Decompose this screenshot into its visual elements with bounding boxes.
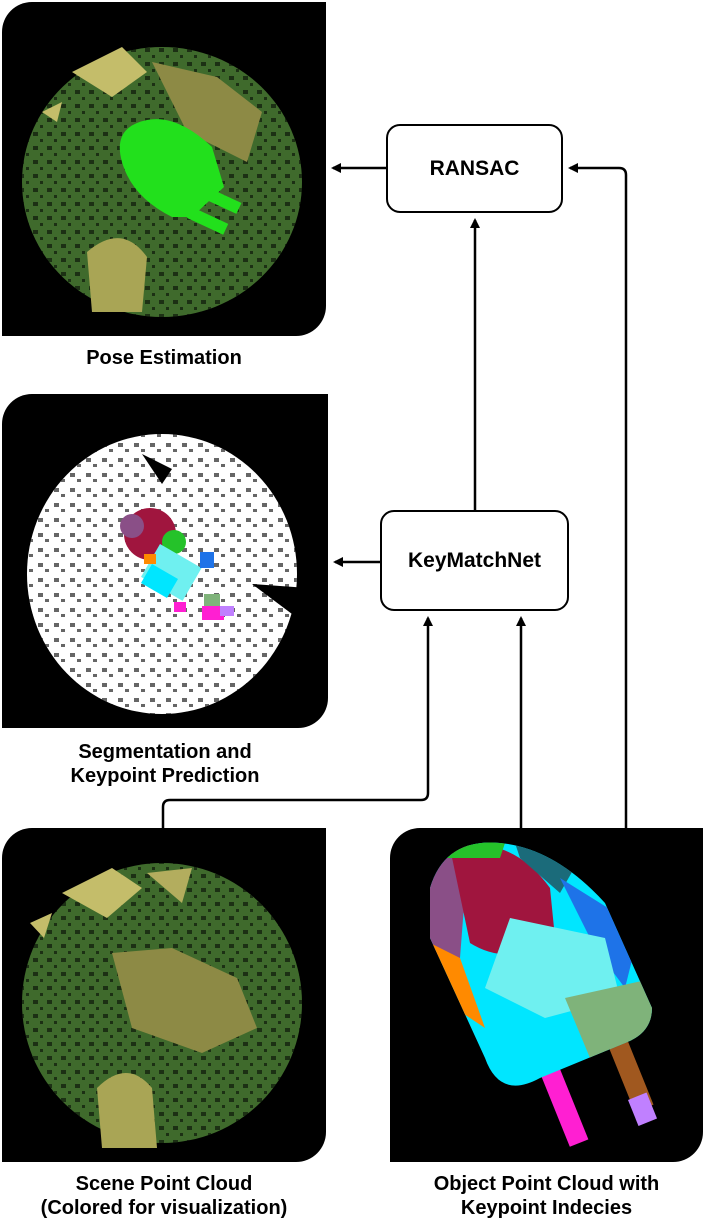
segmentation-panel (2, 394, 328, 728)
scene-point-cloud-image (22, 863, 302, 1148)
pose-object-icon (119, 119, 242, 235)
arrow-object-to-ransac (568, 163, 628, 828)
keypoint-object-icon (430, 842, 658, 1147)
pose-estimation-caption: Pose Estimation (86, 347, 242, 369)
keymatchnet-node: KeyMatchNet (380, 510, 569, 611)
pose-estimation-panel (2, 2, 326, 336)
segmentation-caption: Segmentation and Keypoint Prediction (70, 741, 260, 787)
object-point-cloud-image (430, 842, 658, 1147)
object-point-cloud-caption: Object Point Cloud with Keypoint Indecie… (433, 1173, 660, 1219)
scene-point-cloud-caption: Scene Point Cloud (Colored for visualiza… (40, 1173, 288, 1219)
ransac-node: RANSAC (386, 124, 563, 213)
keypoint-segmentation-icon (120, 508, 234, 620)
pose-estimation-image (22, 47, 302, 317)
segmentation-image (27, 434, 328, 714)
object-point-cloud-panel (390, 828, 703, 1162)
scene-point-cloud-panel (2, 828, 326, 1162)
